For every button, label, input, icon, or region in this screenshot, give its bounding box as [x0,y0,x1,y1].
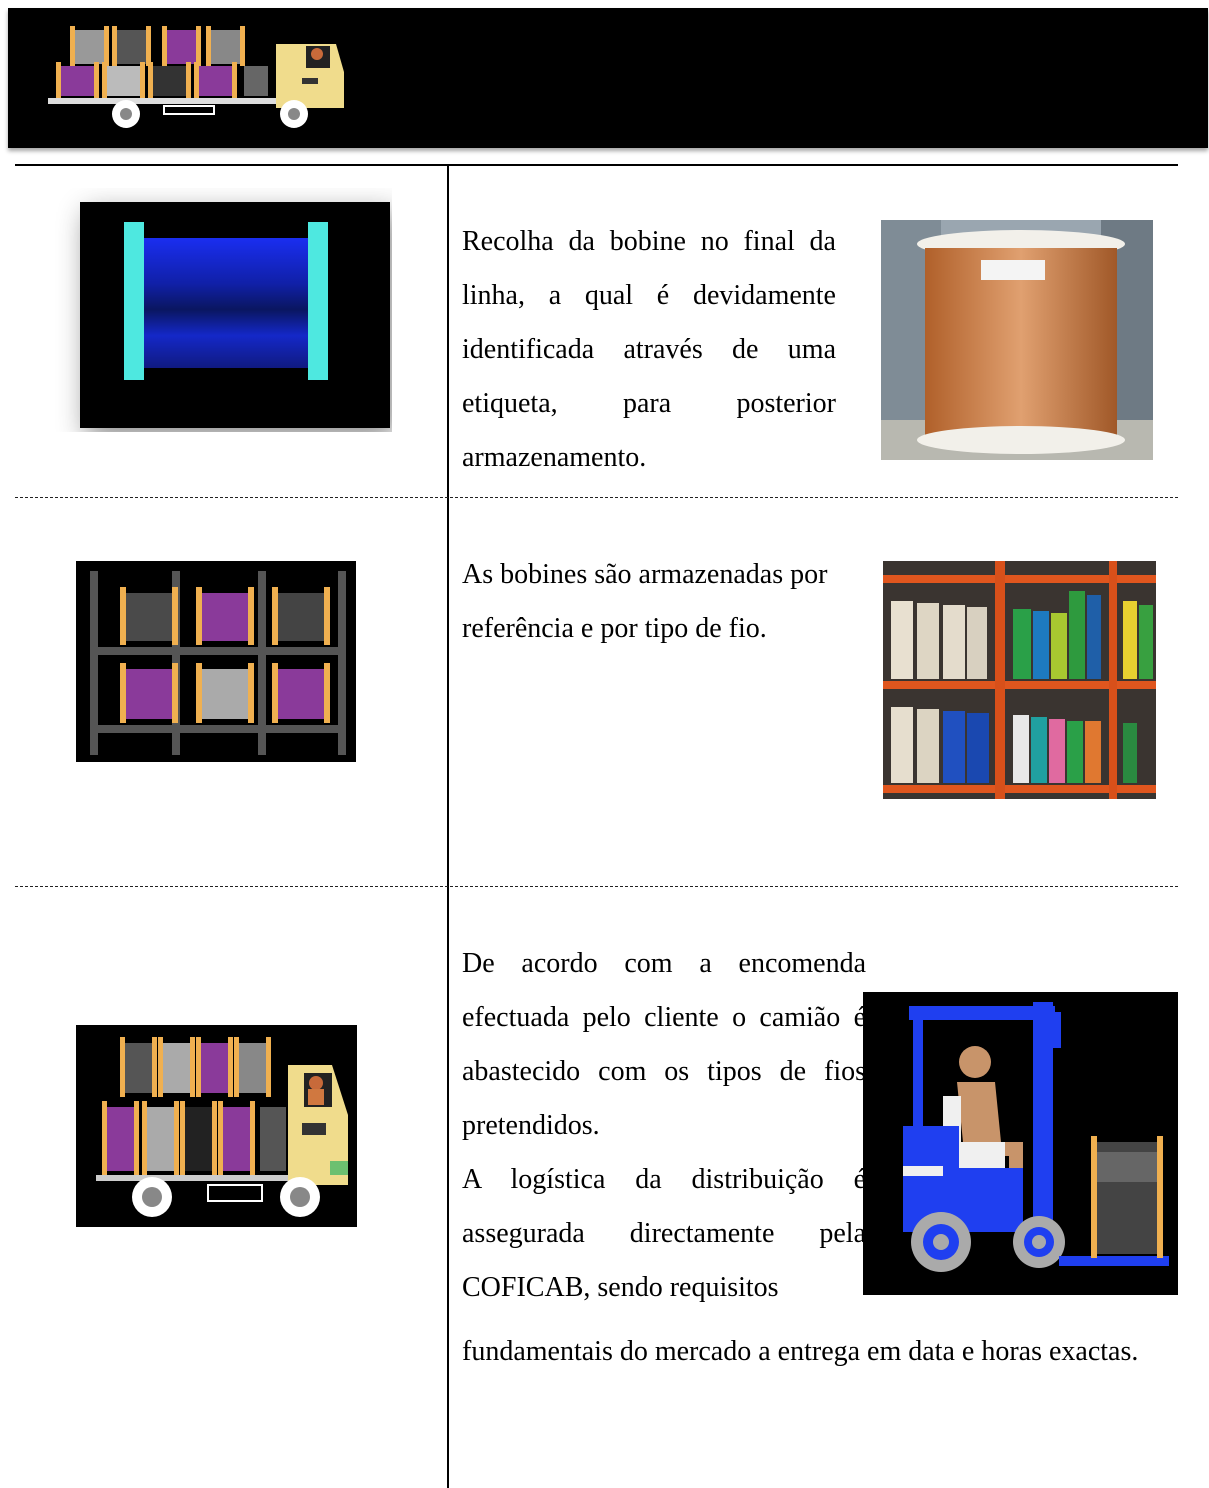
row3-text-column: De acordo com a encomenda efectuada pelo… [462,937,866,1315]
warehouse-shelves-photo [883,561,1156,799]
delivery-truck-icon [76,1025,357,1227]
forklift-icon [863,992,1178,1295]
wire-spool-photo [881,220,1153,460]
reel-icon [30,188,392,432]
row2-line-1: As bobines são armazenadas por [462,559,828,590]
truck-with-reels-icon [44,22,359,130]
row1-text: Recolha da bobine no final da linha, a q… [462,215,836,485]
table-top-rule [15,164,1178,166]
row1-paragraph: Recolha da bobine no final da linha, a q… [462,226,836,473]
row3-paragraph-1: De acordo com a encomenda efectuada pelo… [462,948,866,1141]
row2-text: As bobines são armazenadas por referênci… [462,548,858,656]
row-separator-1 [15,497,1178,498]
reel-rack-icon [76,561,356,762]
row2-line-2: referência e por tipo de fio. [462,613,767,644]
row3-text-wide: fundamentais do mercado a entrega em dat… [462,1325,1164,1379]
row3-paragraph-3: fundamentais do mercado a entrega em dat… [462,1336,1139,1367]
row-separator-2 [15,886,1178,887]
row3-paragraph-2: A logística da distribuição é assegurada… [462,1164,866,1303]
column-divider [447,165,449,1488]
